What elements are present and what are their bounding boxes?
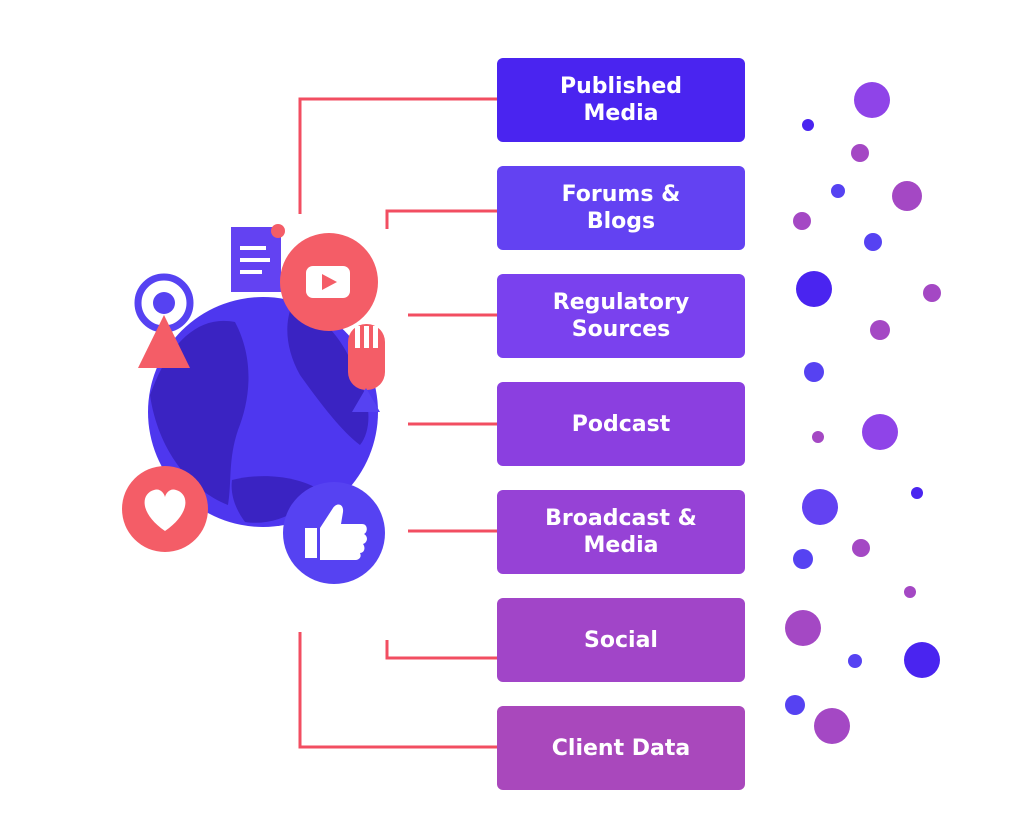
- source-label: Broadcast & Media: [545, 506, 697, 558]
- heart-icon: [122, 466, 208, 552]
- thumbs-up-icon: [283, 482, 385, 584]
- source-label: Podcast: [571, 411, 671, 437]
- connector-forums-blogs: [385, 209, 497, 229]
- source-box-broadcast-media: Broadcast & Media: [497, 490, 745, 574]
- source-box-client-data: Client Data: [497, 706, 745, 790]
- source-box-forums-blogs: Forums & Blogs: [497, 166, 745, 250]
- microphone-icon: [348, 324, 385, 412]
- connector-social: [385, 640, 497, 660]
- source-box-published-media: Published Media: [497, 58, 745, 142]
- source-label: Published Media: [559, 74, 683, 126]
- source-label: Social: [584, 627, 658, 653]
- document-icon: [231, 224, 285, 292]
- location-pin-icon: [134, 273, 194, 368]
- source-label: Regulatory Sources: [552, 290, 690, 342]
- globe-icon: [148, 297, 378, 527]
- source-label: Forums & Blogs: [561, 182, 681, 234]
- source-box-regulatory-sources: Regulatory Sources: [497, 274, 745, 358]
- source-label: Client Data: [551, 735, 691, 761]
- connector-published-media: [298, 97, 497, 214]
- source-box-social: Social: [497, 598, 745, 682]
- connector-client-data: [298, 632, 497, 749]
- youtube-icon: [280, 233, 378, 331]
- decorative-dots: [785, 82, 941, 744]
- source-box-podcast: Podcast: [497, 382, 745, 466]
- connectors: [298, 97, 497, 749]
